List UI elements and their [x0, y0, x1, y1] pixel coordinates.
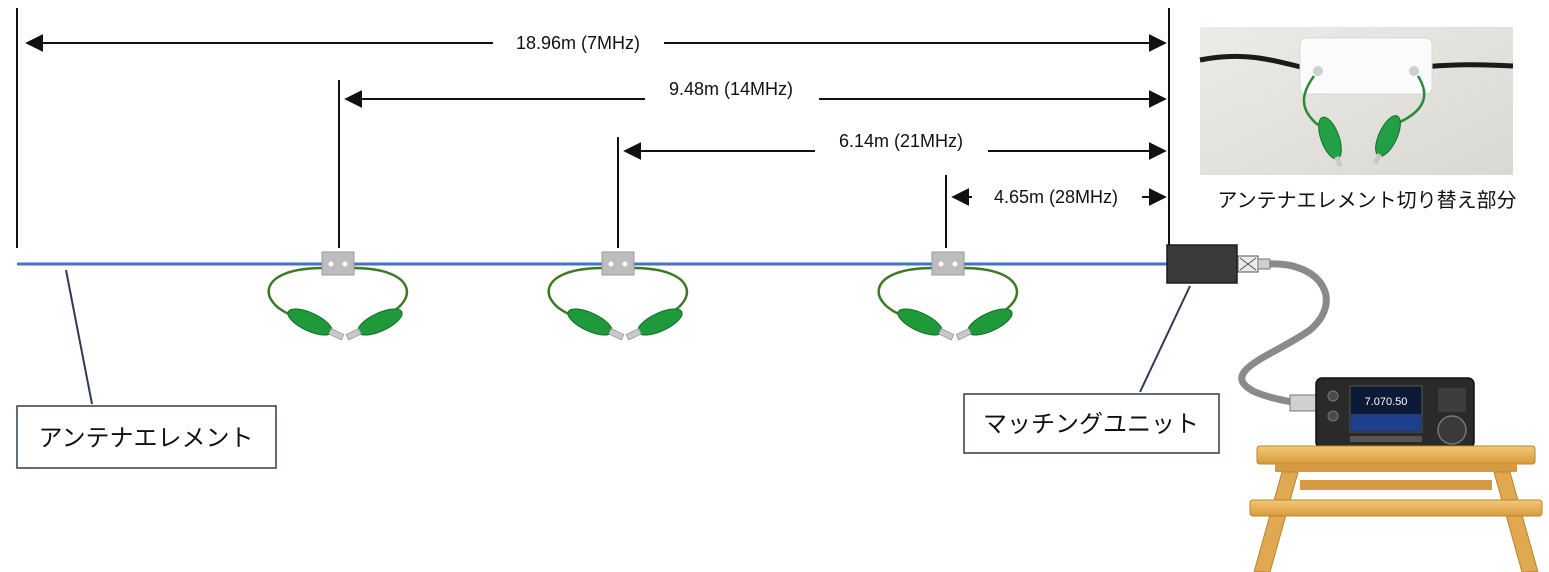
connector-block	[601, 251, 635, 276]
alligator-clip-left	[897, 308, 955, 341]
photo-clip-left	[1318, 116, 1343, 168]
dimension-21mhz: 6.14m (21MHz)	[623, 131, 1167, 160]
dimension-label: 6.14m (21MHz)	[839, 131, 963, 151]
radio-small-knob	[1327, 390, 1339, 402]
label-box-frame	[963, 393, 1220, 454]
dimension-28mhz: 4.65m (28MHz)	[951, 187, 1167, 207]
switch-photo-caption: アンテナエレメント切り替え部分	[1217, 188, 1516, 212]
alligator-clip-left	[287, 308, 345, 341]
connector-block	[931, 251, 965, 276]
matching-unit-pointer	[1139, 285, 1191, 393]
matching-unit-label: マッチングユニット	[983, 410, 1199, 438]
radio-knob	[1437, 415, 1467, 445]
radio-frequency-display: 7.070.50	[1365, 396, 1408, 408]
matching-unit-label-box: マッチングユニット	[963, 393, 1220, 454]
dimension-7mhz: 18.96m (7MHz)	[25, 33, 1167, 53]
coax-plug	[1289, 394, 1317, 412]
label-box-frame	[16, 405, 277, 469]
connector-hole	[938, 261, 944, 267]
element-switch-14mhz	[267, 251, 409, 341]
antenna-element-label: アンテナエレメント	[38, 424, 253, 452]
connector-hole	[342, 261, 348, 267]
alligator-clip-right	[625, 308, 683, 341]
connector-cross	[1239, 257, 1257, 271]
connector-hole	[608, 261, 614, 267]
photo-hole	[1409, 66, 1419, 76]
matching-unit	[1166, 244, 1271, 284]
connector-hole	[328, 261, 334, 267]
photo-block	[1299, 37, 1433, 95]
switch-photo	[1199, 27, 1514, 175]
radio-buttons	[1350, 436, 1422, 442]
matching-unit-box	[1166, 244, 1238, 284]
table-top	[1256, 445, 1536, 465]
radio-waterfall	[1351, 414, 1421, 431]
dimension-label: 4.65m (28MHz)	[994, 187, 1118, 207]
alligator-clip-right	[345, 308, 403, 341]
alligator-clip-right	[955, 308, 1013, 341]
matching-unit-plug	[1257, 258, 1271, 270]
connector-block	[321, 251, 355, 276]
antenna-element-pointer	[65, 269, 93, 405]
photo-lead	[1302, 75, 1319, 126]
connector-hole	[952, 261, 958, 267]
picnic-table	[1249, 445, 1543, 572]
alligator-clip-left	[567, 308, 625, 341]
photo-lead	[1399, 75, 1426, 124]
dimension-label: 9.48m (14MHz)	[669, 79, 793, 99]
bench-brace	[1300, 480, 1492, 490]
photo-hole	[1313, 66, 1323, 76]
dimension-14mhz: 9.48m (14MHz)	[344, 79, 1167, 108]
dimension-label: 18.96m (7MHz)	[516, 33, 640, 53]
photo-wire	[1199, 53, 1306, 71]
coax-cable	[1238, 260, 1330, 406]
photo-clip-right	[1373, 115, 1401, 165]
table-apron	[1275, 464, 1517, 472]
radio-small-knob	[1327, 410, 1339, 422]
element-switch-21mhz	[547, 251, 689, 341]
transceiver: 7.070.50	[1289, 377, 1475, 449]
element-switch-28mhz	[877, 251, 1019, 341]
radio-speaker-grille	[1438, 388, 1466, 412]
connector-hole	[622, 261, 628, 267]
table-leg	[1493, 471, 1539, 572]
table-leg	[1253, 471, 1299, 572]
bench-seat	[1249, 499, 1543, 517]
antenna-element-label-box: アンテナエレメント	[16, 405, 277, 469]
